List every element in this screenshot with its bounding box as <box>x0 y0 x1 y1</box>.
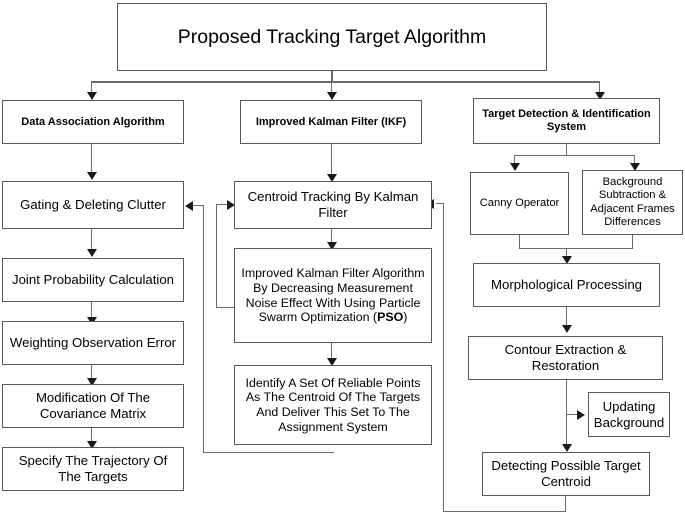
connector-canny-drop <box>519 235 521 249</box>
feedback-pso-into-centroid <box>216 204 230 206</box>
node-label: Specify The Trajectory Of The Targets <box>18 453 168 484</box>
node-label: Updating Background <box>593 398 665 430</box>
arrowhead-morphological-processing <box>562 256 572 264</box>
node-gating-deleting-clutter: Gating & Deleting Clutter <box>2 181 184 229</box>
arrowhead-centroid-tracking <box>327 174 337 182</box>
arrowhead-to-target-detection <box>595 92 605 100</box>
connector-split-drop-canny <box>514 155 516 165</box>
connector-bus-drop-middle <box>331 81 333 94</box>
node-label: Modification Of The Covariance Matrix <box>35 390 151 421</box>
node-label: Proposed Tracking Target Algorithm <box>177 25 487 48</box>
feedback-pso-riser <box>216 204 218 308</box>
connector-distribution-bus <box>91 81 600 83</box>
node-proposed-tracking-target-algorithm: Proposed Tracking Target Algorithm <box>117 3 547 71</box>
feedback-detecting-bottom <box>443 511 566 513</box>
connector-ikf-to-centroid <box>331 144 333 178</box>
connector-covariance-to-specify <box>91 428 93 445</box>
node-label: Identify A Set Of Reliable Points As The… <box>245 375 421 434</box>
node-label: Improved Kalman Filter (IKF) <box>255 115 407 128</box>
node-label: Joint Probability Calculation <box>12 272 174 288</box>
node-centroid-tracking-kalman-filter: Centroid Tracking By Kalman Filter <box>234 181 432 229</box>
node-updating-background: Updating Background <box>588 392 670 437</box>
arrowhead-detecting-centroid <box>562 444 572 452</box>
node-label: Background Subtraction & Adjacent Frames… <box>590 176 675 228</box>
connector-target-detection-stem <box>566 144 568 156</box>
arrowhead-feedback-into-gating <box>185 201 193 211</box>
connector-centroid-to-ikfpso <box>331 229 333 246</box>
feedback-detecting-riser <box>443 203 445 512</box>
connector-merge-bus <box>519 248 633 250</box>
arrowhead-joint-probability <box>87 249 97 257</box>
connector-detection-split-bus <box>514 155 635 157</box>
node-background-subtraction-adjacent-frames: Background Subtraction & Adjacent Frames… <box>582 170 683 235</box>
arrowhead-canny-operator <box>510 163 520 171</box>
connector-gating-to-joint <box>91 229 93 253</box>
node-label: Contour Extraction & Restoration <box>504 342 627 373</box>
node-specify-trajectory-targets: Specify The Trajectory Of The Targets <box>2 447 184 491</box>
node-improved-kalman-pso: Improved Kalman Filter Algorithm By Decr… <box>234 248 432 343</box>
connector-bus-drop-left <box>91 81 93 94</box>
node-label: Detecting Possible Target Centroid <box>491 458 641 489</box>
arrowhead-contour-extraction <box>562 325 572 333</box>
arrowhead-specify-trajectory <box>87 441 97 449</box>
feedback-identify-riser <box>203 205 205 453</box>
connector-split-drop-background <box>634 155 636 165</box>
feedback-pso-bottom-left <box>216 307 236 309</box>
connector-weighting-to-covariance <box>91 365 93 382</box>
node-label: Weighting Observation Error <box>9 335 177 351</box>
node-modification-covariance-matrix: Modification Of The Covariance Matrix <box>2 384 184 428</box>
node-label: Target Detection & Identification System <box>482 108 651 133</box>
connector-data-assoc-to-gating <box>91 144 93 176</box>
node-joint-probability-calculation: Joint Probability Calculation <box>2 258 184 302</box>
node-contour-extraction-restoration: Contour Extraction & Restoration <box>468 336 663 380</box>
node-data-association-algorithm: Data Association Algorithm <box>2 100 184 144</box>
node-label: Gating & Deleting Clutter <box>20 197 166 213</box>
arrowhead-identify-reliable-points <box>327 358 337 366</box>
node-label: Improved Kalman Filter Algorithm By Decr… <box>239 266 427 325</box>
node-label-pre: Improved Kalman Filter Algorithm By Decr… <box>241 266 425 325</box>
arrowhead-updating-background <box>577 410 585 420</box>
arrowhead-covariance-modification <box>87 378 97 386</box>
node-label: Data Association Algorithm <box>21 115 165 128</box>
node-identify-reliable-points: Identify A Set Of Reliable Points As The… <box>234 365 432 445</box>
connector-joint-to-weighting <box>91 302 93 321</box>
connector-background-drop <box>632 235 634 249</box>
arrowhead-feedback-into-centroid <box>227 200 235 210</box>
connector-merge-stem <box>566 248 568 260</box>
node-morphological-processing: Morphological Processing <box>473 263 660 307</box>
node-label: Centroid Tracking By Kalman Filter <box>247 189 419 220</box>
node-label-post: ) <box>403 310 408 325</box>
arrowhead-ikf-pso <box>327 242 337 250</box>
arrowhead-to-improved-kalman <box>327 92 337 100</box>
feedback-identify-bottom <box>203 452 334 454</box>
node-label: Morphological Processing <box>491 277 642 293</box>
node-label: Canny Operator <box>479 196 560 209</box>
arrowhead-gating <box>87 172 97 180</box>
arrowhead-background-subtraction <box>630 163 640 171</box>
connector-to-updating-background <box>566 414 580 416</box>
node-canny-operator: Canny Operator <box>470 172 569 235</box>
node-detecting-possible-target-centroid: Detecting Possible Target Centroid <box>482 452 650 496</box>
arrowhead-to-data-association <box>87 92 97 100</box>
feedback-detecting-drop <box>565 496 567 512</box>
node-target-detection-identification-system: Target Detection & Identification System <box>473 98 660 144</box>
node-label-bold: PSO <box>377 310 404 325</box>
feedback-identify-into-gating <box>192 205 204 207</box>
connector-morph-to-contour <box>566 307 568 329</box>
connector-bus-drop-right <box>599 81 601 94</box>
connector-title-stem <box>331 71 333 82</box>
feedback-detecting-into-centroid <box>436 203 444 205</box>
node-weighting-observation-error: Weighting Observation Error <box>2 321 184 365</box>
node-improved-kalman-filter-ikf: Improved Kalman Filter (IKF) <box>240 100 422 144</box>
connector-ikfpso-to-identify <box>331 343 333 362</box>
